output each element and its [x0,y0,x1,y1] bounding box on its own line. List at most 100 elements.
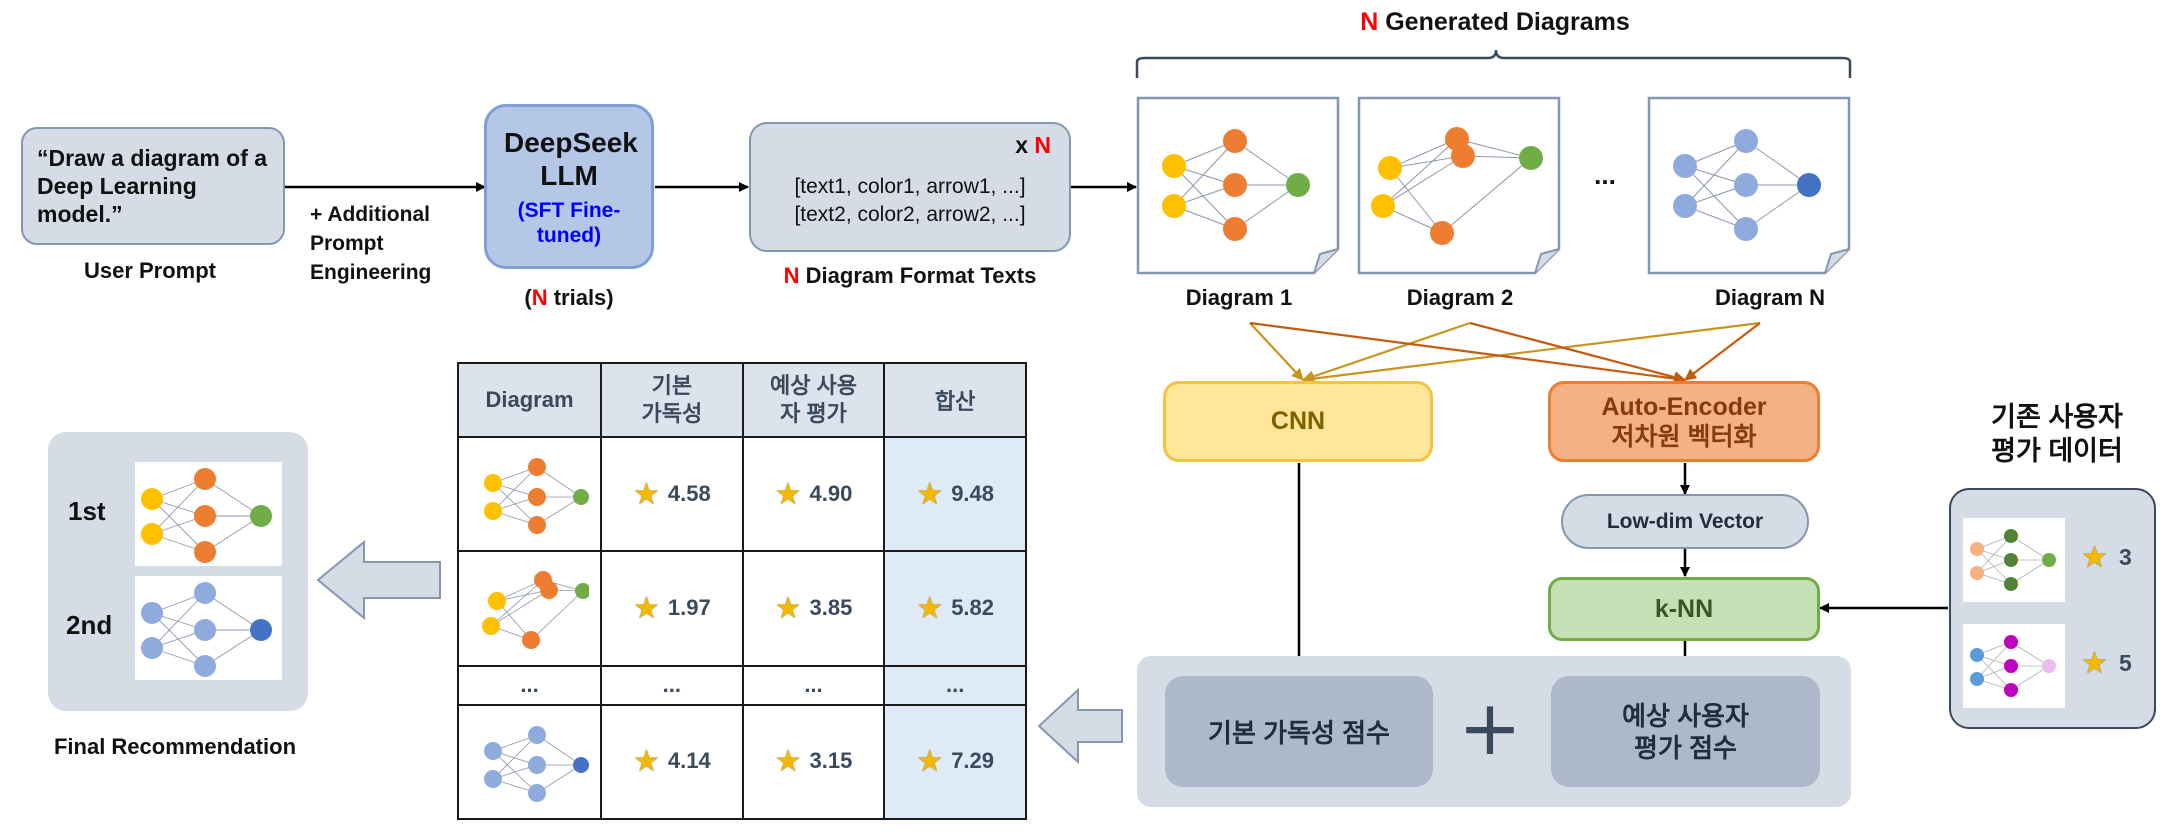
row-3-diagram: ... [456,664,603,706]
trials-n: N [531,285,548,310]
row-1-readability-value: 4.58 [667,480,711,506]
rank-2-label: 2nd [66,610,113,640]
plus-sign: + [1458,683,1522,772]
score-table: Diagram 기본 가독성 예상 사용 자 평가 합산 [456,362,1027,821]
predicted-line-2: 평가 점수 [1634,732,1737,763]
diagram-card-2[interactable] [1357,96,1563,276]
star-icon: ★ [916,745,944,779]
row-1-predicted: ★ 4.90 [741,435,886,553]
header-readability-1: 기본 [651,373,693,398]
user-data-title-1: 기존 사용자 [1991,402,2123,432]
generated-brace [1135,49,1852,78]
diagram-card-1[interactable] [1136,96,1342,276]
format-text-box: x N [text1, color1, arrow1, ...] [text2,… [749,122,1071,252]
user-prompt-text: “Draw a diagram of a Deep Learning model… [37,145,268,227]
row-4-sum: ★ 7.29 [883,703,1027,821]
arrow-dn-ae [1684,322,1761,381]
llm-name: DeepSeek LLM [504,126,638,191]
row-1-predicted-value: 4.90 [809,480,853,506]
header-predicted: 예상 사용 자 평가 [741,362,886,438]
table-row[interactable]: ★1.97 ★3.85 ★5.82 [456,550,1027,667]
row-1-sum-value: 9.48 [951,480,995,506]
final-panel: 1st 2nd [48,432,308,711]
format-multiplier: x N [1015,132,1051,159]
format-caption-text: Diagram Format Texts [799,263,1037,288]
hollow-arrow-to-final [316,539,441,621]
format-line-1: [text1, color1, arrow1, ...] [794,175,1026,198]
format-caption-n: N [783,263,800,288]
row-4-diagram [456,703,603,821]
row-4-thumbnail [483,725,589,802]
row-1-diagram [456,435,603,553]
star-icon: ★ [916,477,944,511]
header-readability-2: 가독성 [641,401,703,426]
format-multiplier-n: N [1034,132,1051,158]
final-thumb-1[interactable] [135,462,282,566]
header-predicted-2: 자 평가 [780,401,847,426]
lowdim-vector-box: Low-dim Vector [1561,494,1809,549]
row-4-sum-value: 7.29 [951,748,995,774]
header-diagram: Diagram [456,362,603,438]
star-icon: ★ [632,745,660,779]
star-icon: ★ [916,591,944,625]
table-row[interactable]: ... ... ... ... [456,664,1027,706]
cnn-box: CNN [1163,381,1433,462]
row-1-sum: ★ 9.48 [883,435,1027,553]
arrow-d1-cnn [1249,322,1304,381]
row-2-sum-value: 5.82 [951,594,995,620]
format-caption: N Diagram Format Texts [749,263,1071,289]
arrow-d2-ae [1469,321,1686,383]
final-thumb-2[interactable] [135,576,282,680]
row-2-diagram [456,550,603,667]
autoencoder-line-2: 저차원 벡터화 [1611,422,1757,451]
row-2-readability-value: 1.97 [667,594,711,620]
user-data-star-1: ★ [2081,541,2108,574]
table-row[interactable]: ★ 4.58 ★ 4.90 ★ 9.48 [456,435,1027,553]
row-2-thumbnail [481,571,589,650]
user-data-thumb-2 [1963,624,2065,708]
diagram-label-n: Diagram N [1714,285,1826,310]
final-caption: Final Recommendation [53,734,297,759]
diagram-card-n[interactable] [1647,96,1853,276]
row-3-predicted: ... [741,664,886,706]
table-header-row: Diagram 기본 가독성 예상 사용 자 평가 합산 [456,362,1027,438]
llm-trials: (N trials) [524,285,614,310]
header-sum: 합산 [883,362,1027,438]
row-2-readability: ★1.97 [600,550,744,667]
star-icon: ★ [774,591,802,625]
table-row[interactable]: ★ 4.14 ★ 3.15 ★ 7.29 [456,703,1027,821]
row-3-readability: ... [600,664,744,706]
row-4-readability-value: 4.14 [667,748,711,774]
rank-1-label: 1st [68,496,106,526]
llm-box: DeepSeek LLM (SFT Fine-tuned) [484,104,654,269]
autoencoder-box: Auto-Encoder 저차원 벡터화 [1548,381,1820,462]
prompt-engineering-label: + Additional Prompt Engineering [310,203,432,284]
user-data-rating-1: 3 [2119,544,2132,570]
autoencoder-line-1: Auto-Encoder [1601,392,1767,421]
generated-title-text: Generated Diagrams [1378,8,1630,36]
user-data-title: 기존 사용자 평가 데이터 [1950,400,2164,468]
user-data-star-2: ★ [2081,647,2108,680]
star-icon: ★ [774,745,802,779]
row-1-thumbnail [483,458,589,535]
user-prompt-box: “Draw a diagram of a Deep Learning model… [21,127,285,245]
diagram-label-1: Diagram 1 [1185,285,1293,310]
row-1-readability: ★ 4.58 [600,435,744,553]
row-4-predicted-value: 3.15 [809,748,853,774]
row-3-sum: ... [883,664,1027,706]
header-predicted-1: 예상 사용 [769,373,858,398]
predicted-user-score: 예상 사용자 평가 점수 [1551,676,1820,787]
star-icon: ★ [632,477,660,511]
star-icon: ★ [774,477,802,511]
format-line-2: [text2, color2, arrow2, ...] [794,203,1026,226]
network-thumbnail-1 [1162,129,1310,241]
network-thumbnail-n [1673,129,1821,241]
predicted-line-1: 예상 사용자 [1622,700,1749,731]
row-4-predicted: ★ 3.15 [741,703,886,821]
network-thumbnail-2 [1371,127,1543,245]
row-4-readability: ★ 4.14 [600,703,744,821]
user-data-thumb-1 [1963,518,2065,602]
row-2-predicted: ★3.85 [741,550,886,667]
user-data-title-2: 평가 데이터 [1991,436,2123,466]
diagram-label-2: Diagram 2 [1406,285,1514,310]
